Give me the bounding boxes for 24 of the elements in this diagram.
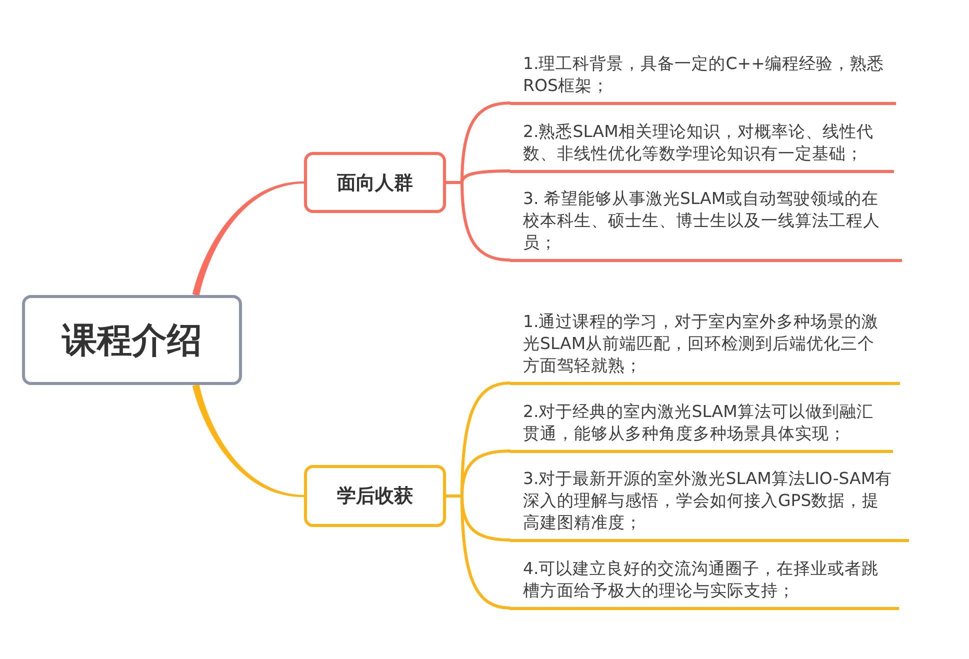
connector-curve bbox=[446, 494, 510, 610]
subtopic-text: 1.通过课程的学习，对于室内室外多种场景的激光SLAM从前端匹配，回环检测到后端优化三个方面驾轻就熟； bbox=[523, 310, 880, 376]
main-topic-label: 学后收获 bbox=[337, 484, 413, 509]
subtopic-text: 4.可以建立良好的交流沟通圈子，在择业或者跳槽方面给予极大的理论与实际支持； bbox=[523, 558, 880, 602]
main-topic-label: 面向人群 bbox=[337, 170, 413, 196]
subtopic-text: 1.理工科背景，具备一定的C++编程经验，熟悉ROS框架； bbox=[523, 52, 885, 96]
subtopic-text: 2.熟悉SLAM相关理论知识，对概率论、线性代数、非线性优化等数学理论知识有一定基础； bbox=[523, 120, 874, 164]
underlined-subtopic bbox=[510, 120, 894, 172]
connector-curve bbox=[192, 182, 304, 296]
central-topic-label: 课程介绍 bbox=[62, 320, 202, 362]
underlined-subtopic bbox=[510, 468, 909, 542]
central-topic-box bbox=[22, 295, 242, 385]
subtopic-text: 2.对于经典的室内激光SLAM算法可以做到融汇贯通，能够从多种角度多种场景具体实现； bbox=[523, 400, 874, 444]
underlined-subtopic bbox=[510, 310, 900, 384]
main-topic-box bbox=[304, 465, 446, 527]
connector-curve bbox=[192, 384, 304, 497]
subtopic-text: 3.对于最新开源的室外激光SLAM算法LIO-SAM有深入的理解与感悟，学会如何接入GPS数据，提高建图精准度； bbox=[523, 468, 893, 534]
main-topic-box bbox=[304, 152, 446, 213]
subtopic-text: 3. 希望能够从事激光SLAM或自动驾驶领域的在校本科生、硕士生、博士生以及一线算法工程人员； bbox=[523, 188, 881, 254]
underlined-subtopic bbox=[510, 52, 896, 104]
underlined-subtopic bbox=[510, 558, 899, 610]
underlined-subtopic bbox=[510, 400, 893, 452]
underlined-subtopic bbox=[510, 188, 902, 262]
connector-curve bbox=[446, 181, 510, 262]
